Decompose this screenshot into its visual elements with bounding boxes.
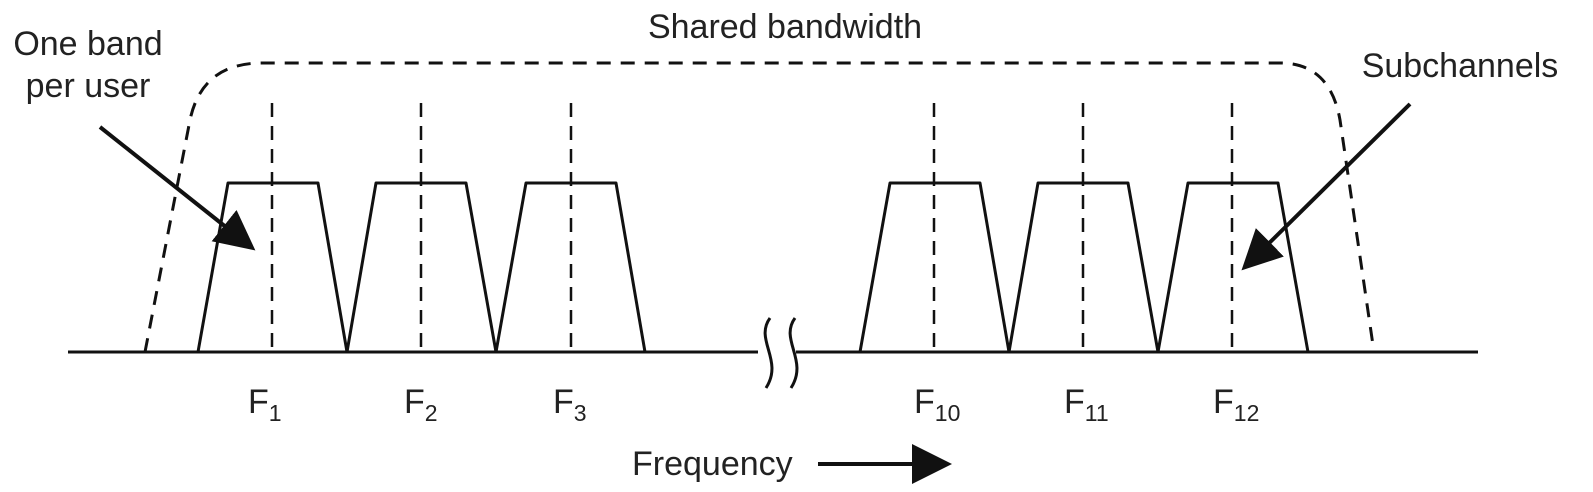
- axis-break-mark-1: [763, 317, 774, 389]
- channel-label-f1: F1: [248, 383, 282, 426]
- subchannels-arrow: [1241, 102, 1412, 271]
- shared-bandwidth-envelope: [143, 61, 1376, 353]
- frequency-label: Frequency: [632, 445, 793, 483]
- one-band-label-line1: One band: [13, 25, 162, 63]
- one-band-arrow: [98, 125, 256, 251]
- shared-bandwidth-label: Shared bandwidth: [648, 8, 922, 46]
- axis-break-mark-2: [788, 317, 799, 389]
- subchannels-label: Subchannels: [1362, 47, 1559, 85]
- channel-label-f12: F12: [1213, 383, 1259, 426]
- channel-label-f10: F10: [914, 383, 960, 426]
- channel-label-f2: F2: [404, 383, 438, 426]
- one-band-label-line2: per user: [26, 67, 151, 105]
- channel-label-f11: F11: [1064, 383, 1109, 426]
- channel-label-f3: F3: [553, 383, 587, 426]
